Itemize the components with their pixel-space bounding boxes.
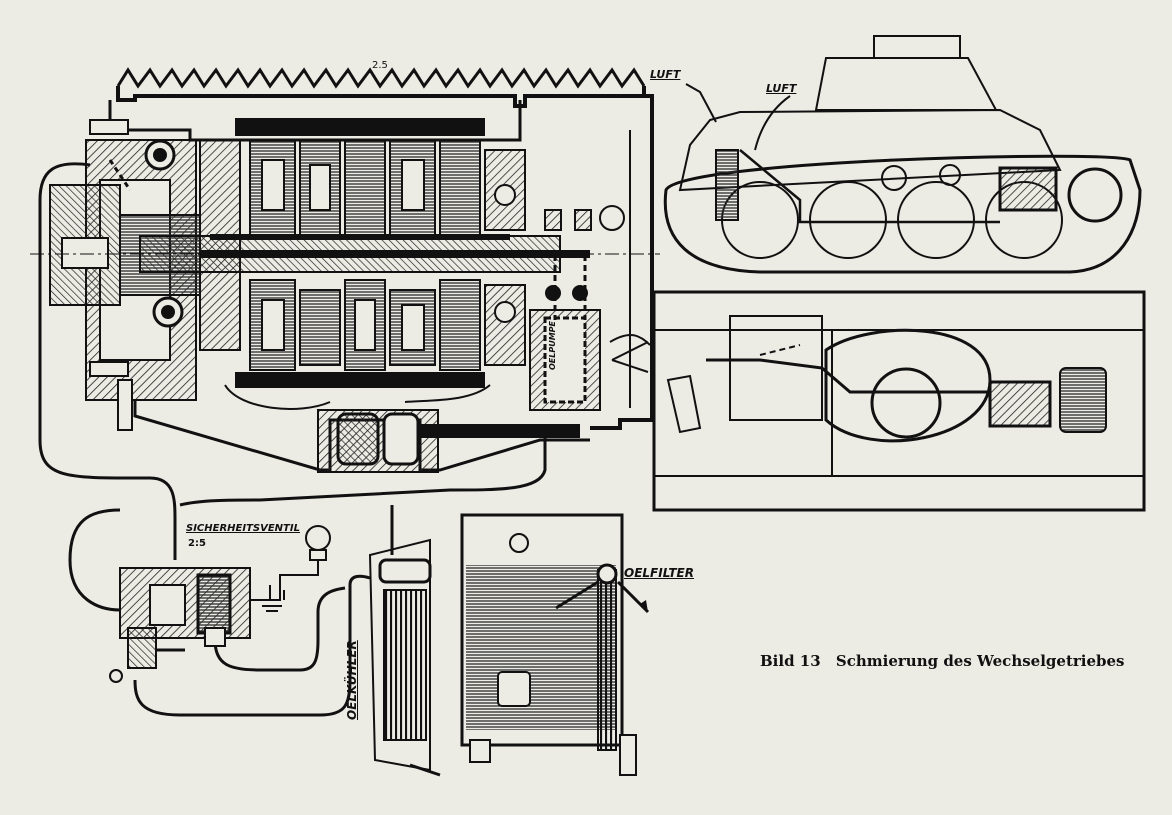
tank-side-view — [663, 35, 1142, 274]
luft-label-right: LUFT — [766, 82, 797, 95]
scale-label-top: 2.5 — [372, 60, 388, 71]
oil-cooler-side — [368, 505, 441, 777]
figure-caption: Bild 13 Schmierung des Wechselgetriebes — [760, 652, 1135, 670]
gearbox-cross-section — [30, 67, 660, 473]
flow-arrow — [609, 334, 651, 346]
figure-title: Schmierung des Wechselgetriebes — [835, 652, 1125, 670]
oil-cooler-front — [460, 513, 650, 776]
oil-circuit-lines — [38, 159, 547, 717]
luft-label-left: LUFT — [650, 68, 681, 81]
figure-number: Bild 13 — [760, 652, 821, 670]
scale-label-valve: 2:5 — [188, 538, 206, 549]
tank-top-view — [652, 290, 1146, 512]
oelfilter-label: OELFILTER — [624, 566, 694, 580]
safety-valve — [109, 525, 331, 683]
oelkuehler-label: OELKÜHLER — [345, 640, 359, 720]
sicherheitsventil-label: SICHERHEITSVENTIL — [186, 523, 300, 534]
oelpumpe-label: OELPUMPE — [548, 320, 557, 370]
